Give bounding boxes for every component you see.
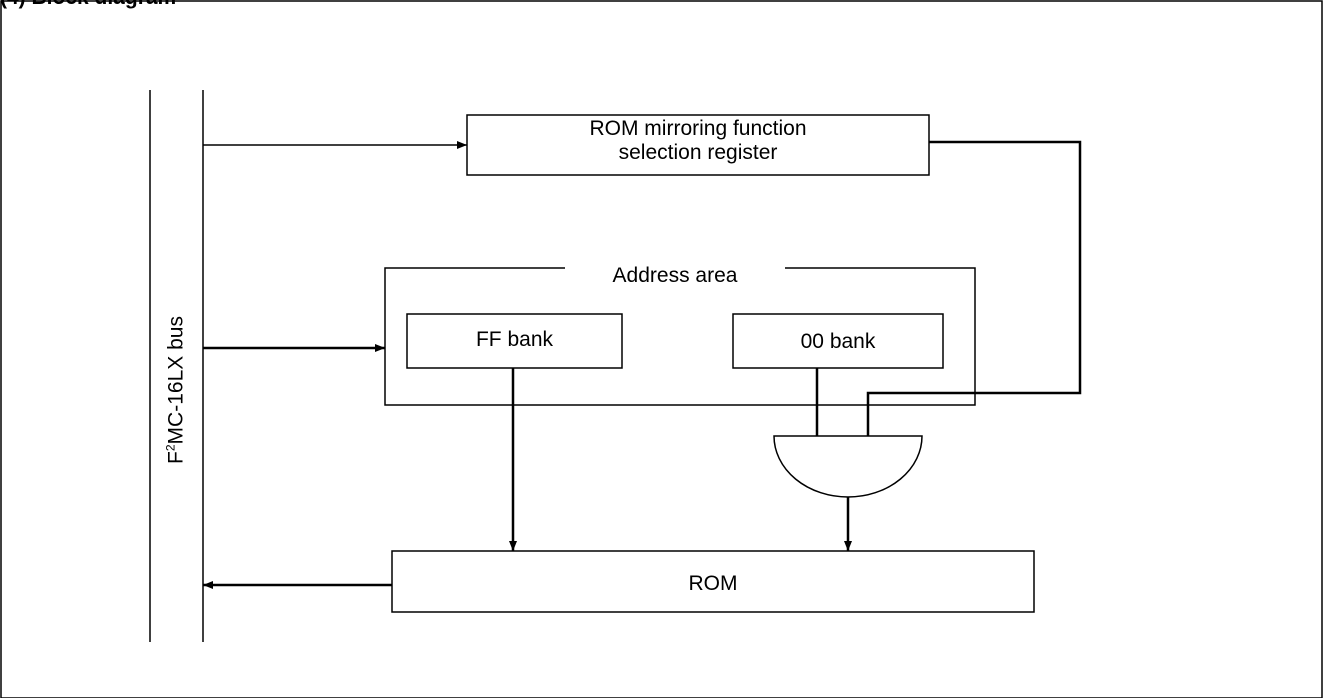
register-output-line (866, 140, 1082, 436)
rom-label: ROM (688, 572, 738, 595)
00-bank-label: 00 bank (800, 330, 876, 353)
and-gate (773, 435, 923, 498)
00-bank-box (732, 313, 944, 369)
rom-box (391, 550, 1035, 613)
ff-bank-label: FF bank (475, 328, 554, 351)
address-area-label: Address area (612, 264, 738, 287)
bus-label: F2MC-16LX bus (163, 316, 188, 464)
ff-bank-box (406, 313, 623, 369)
register-label: ROM mirroring function selection registe… (589, 117, 807, 164)
address-area-frame (384, 267, 976, 406)
section-heading: (4) Block diagram (0, 0, 176, 10)
